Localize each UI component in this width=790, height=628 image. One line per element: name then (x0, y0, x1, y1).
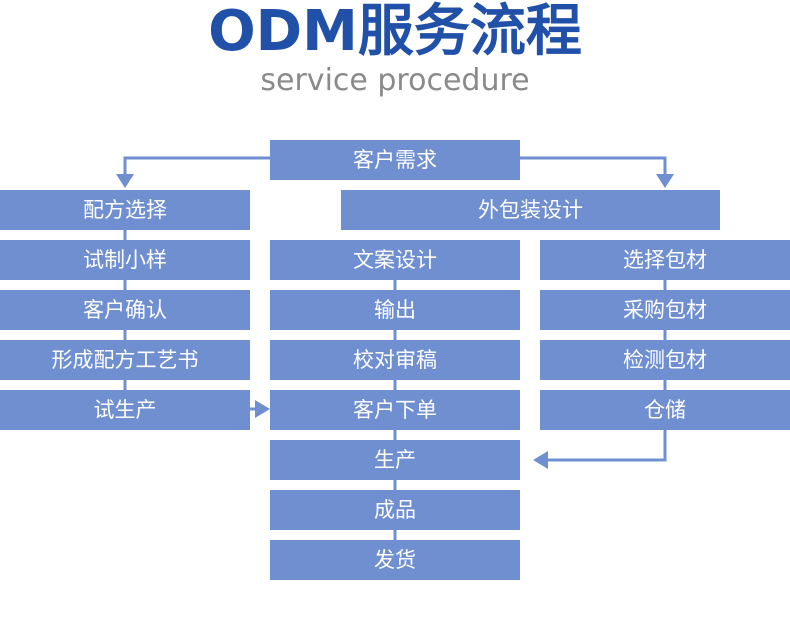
arrowhead-to-order (255, 400, 270, 418)
node-right-1: 选择包材 (540, 240, 790, 280)
node-middle-3: 校对审稿 (270, 340, 520, 380)
node-packaging-design: 外包装设计 (341, 190, 720, 230)
node-left-1: 配方选择 (0, 190, 250, 230)
connector-top-to-packaging (520, 156, 667, 178)
node-left-2: 试制小样 (0, 240, 250, 280)
node-left-4: 形成配方工艺书 (0, 340, 250, 380)
node-left-5: 试生产 (0, 390, 250, 430)
arrowhead-left-down (116, 174, 134, 188)
page-title: ODM服务流程 (208, 0, 582, 64)
node-middle-5: 生产 (270, 440, 520, 480)
connector-storage-to-production (545, 430, 667, 462)
node-middle-1: 文案设计 (270, 240, 520, 280)
node-left-3: 客户确认 (0, 290, 250, 330)
node-middle-4: 客户下单 (270, 390, 520, 430)
arrowhead-to-production (533, 451, 548, 469)
node-right-3: 检测包材 (540, 340, 790, 380)
node-middle-7: 发货 (270, 540, 520, 580)
node-middle-2: 输出 (270, 290, 520, 330)
node-right-4: 仓储 (540, 390, 790, 430)
page-subtitle: service procedure (260, 63, 530, 98)
node-customer-demand: 客户需求 (270, 140, 520, 180)
node-right-2: 采购包材 (540, 290, 790, 330)
node-middle-6: 成品 (270, 490, 520, 530)
connector-top-to-left (123, 156, 270, 178)
arrowhead-right-down (656, 174, 674, 188)
